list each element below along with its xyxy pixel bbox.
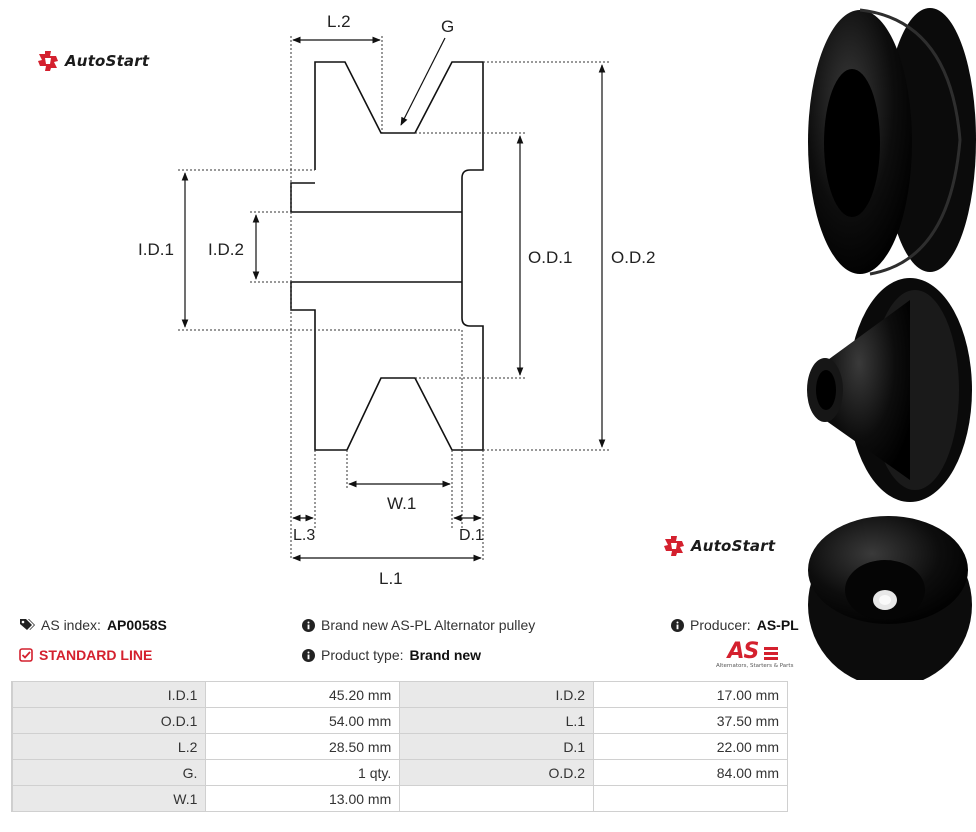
info-icon <box>302 648 315 662</box>
spec-key: I.D.1 <box>11 681 207 708</box>
table-row: L.2 28.50 mm D.1 22.00 mm <box>11 733 788 760</box>
table-row: I.D.1 45.20 mm I.D.2 17.00 mm <box>11 681 788 708</box>
spec-key: W.1 <box>11 785 207 812</box>
label-l3: L.3 <box>293 527 315 544</box>
as-index: AS index: AP0058S <box>19 617 167 633</box>
spec-value: 1 qty. <box>205 759 401 786</box>
product-type: Product type: Brand new <box>302 647 481 663</box>
spec-value: 37.50 mm <box>593 707 788 734</box>
spec-key: O.D.1 <box>11 707 207 734</box>
spec-table: I.D.1 45.20 mm I.D.2 17.00 mm O.D.1 54.0… <box>11 681 788 812</box>
spec-key: D.1 <box>399 733 595 760</box>
label-l1: L.1 <box>379 569 403 588</box>
info-icon <box>671 618 684 632</box>
table-row: W.1 13.00 mm <box>11 785 788 812</box>
label-od1: O.D.1 <box>528 248 572 267</box>
label-id1: I.D.1 <box>138 240 174 259</box>
pulley-photo-front <box>808 516 972 680</box>
label-g: G <box>441 17 454 36</box>
spec-value: 13.00 mm <box>205 785 401 812</box>
table-row: O.D.1 54.00 mm L.1 37.50 mm <box>11 707 788 734</box>
spec-value: 45.20 mm <box>205 681 401 708</box>
spec-value: 17.00 mm <box>593 681 788 708</box>
spec-key: O.D.2 <box>399 759 595 786</box>
pulley-photo <box>807 8 976 680</box>
pulley-photo-cone <box>807 278 972 502</box>
producer-label: Producer: <box>690 617 751 633</box>
info-icon <box>302 618 315 632</box>
description: Brand new AS-PL Alternator pulley <box>302 617 535 633</box>
check-square-icon <box>19 648 33 662</box>
label-w1: W.1 <box>387 494 416 513</box>
spec-value <box>593 785 788 812</box>
spec-value: 54.00 mm <box>205 707 401 734</box>
producer-logo-tagline: Alternators, Starters & Parts <box>716 663 794 669</box>
spec-key <box>399 785 595 812</box>
autostart-logo-2: AutoStart <box>663 535 775 557</box>
description-text: Brand new AS-PL Alternator pulley <box>321 617 536 633</box>
label-id2: I.D.2 <box>208 240 244 259</box>
producer: Producer: AS-PL <box>671 617 799 633</box>
label-d1: D.1 <box>459 527 484 544</box>
spec-value: 28.50 mm <box>205 733 401 760</box>
spec-key: G. <box>11 759 207 786</box>
spec-key: L.2 <box>11 733 207 760</box>
product-type-value: Brand new <box>409 647 482 663</box>
technical-drawing: L.2 G I.D.1 I.D.2 O.D.1 O.D.2 W.1 L.3 D.… <box>138 12 655 588</box>
spec-key: I.D.2 <box>399 681 595 708</box>
as-index-value: AP0058S <box>106 617 167 633</box>
producer-logo-text: AS <box>727 639 760 664</box>
logo-wordmark: AutoStart <box>691 537 776 555</box>
autostart-logo-icon <box>38 51 58 71</box>
spec-value: 22.00 mm <box>593 733 788 760</box>
autostart-logo-icon <box>664 536 684 556</box>
standard-line: STANDARD LINE <box>19 647 152 663</box>
tags-icon <box>20 619 35 630</box>
standard-line-text: STANDARD LINE <box>39 647 153 663</box>
pulley-photo-side <box>808 8 976 276</box>
spec-value: 84.00 mm <box>593 759 788 786</box>
producer-value: AS-PL <box>756 617 799 633</box>
label-od2: O.D.2 <box>611 248 655 267</box>
producer-logo: AS Alternators, Starters & Parts <box>716 639 794 669</box>
product-type-label: Product type: <box>321 647 404 663</box>
autostart-logo: AutoStart <box>37 50 149 72</box>
label-l2: L.2 <box>327 12 351 31</box>
spec-key: L.1 <box>399 707 595 734</box>
as-index-label: AS index: <box>41 617 101 633</box>
logo-wordmark: AutoStart <box>65 52 150 70</box>
table-row: G. 1 qty. O.D.2 84.00 mm <box>11 759 788 786</box>
